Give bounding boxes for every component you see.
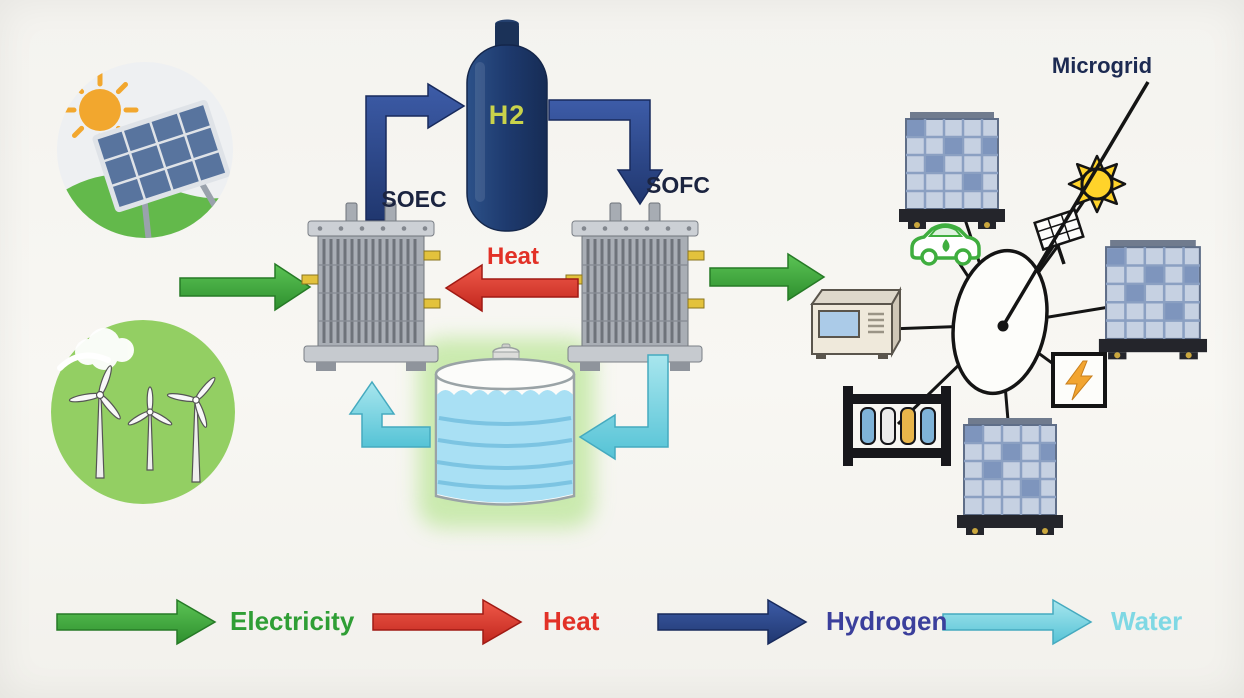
- solar-panel-glyph: [92, 100, 231, 238]
- legend-electricity-arrow: [56, 598, 217, 646]
- wind-turbines-icon: [51, 320, 235, 504]
- legend-electricity-label: Electricity: [230, 606, 355, 636]
- hydrogen-tank-icon: [466, 19, 548, 232]
- power-meter-icon: [1051, 352, 1107, 408]
- sun-and-solar-panel-icon: [57, 62, 233, 238]
- building-icon-bottom: [955, 416, 1065, 537]
- wind-turbine-glyph: [68, 365, 121, 479]
- sofc-stack-icon: [564, 201, 706, 373]
- h2-tank-label: H2: [488, 100, 526, 130]
- soec-stack-icon: [300, 201, 442, 373]
- heat-flow-label: Heat: [486, 243, 540, 270]
- legend-heat-label: Heat: [543, 606, 600, 636]
- ev-car-icon: [910, 223, 981, 266]
- electricity-arrow-sofc-to-microgrid: [709, 252, 826, 302]
- hydrogen-arrow-soec-to-tank: [365, 82, 466, 221]
- hydrogen-arrow-tank-to-sofc: [548, 99, 664, 206]
- microgrid-pointer-line: [1001, 81, 1150, 327]
- legend-water-arrow: [942, 598, 1093, 646]
- water-tank-icon: [434, 343, 576, 506]
- microgrid-label: Microgrid: [1051, 53, 1153, 78]
- building-icon-right: [1097, 238, 1209, 361]
- water-arrow-sofc-to-tank: [578, 354, 669, 461]
- generator-icon: [810, 286, 902, 359]
- legend-hydrogen-label: Hydrogen: [826, 606, 948, 636]
- legend-heat-arrow: [372, 598, 523, 646]
- wind-turbine-glyph: [166, 377, 216, 483]
- battery-bank-icon: [843, 386, 951, 466]
- microgrid-pointer-dot: [997, 320, 1009, 332]
- electricity-arrow-renewables-to-soec: [179, 262, 312, 312]
- legend-hydrogen-arrow: [657, 598, 808, 646]
- heat-arrow-sofc-to-soec: [444, 263, 579, 313]
- soec-label: SOEC: [381, 186, 447, 212]
- solar-panel-icon: [1033, 208, 1085, 265]
- water-arrow-tank-to-soec: [348, 380, 431, 448]
- sofc-label: SOFC: [646, 172, 710, 198]
- building-icon-top: [897, 110, 1007, 231]
- legend-water-label: Water: [1111, 606, 1183, 636]
- wind-turbine-glyph: [127, 386, 173, 471]
